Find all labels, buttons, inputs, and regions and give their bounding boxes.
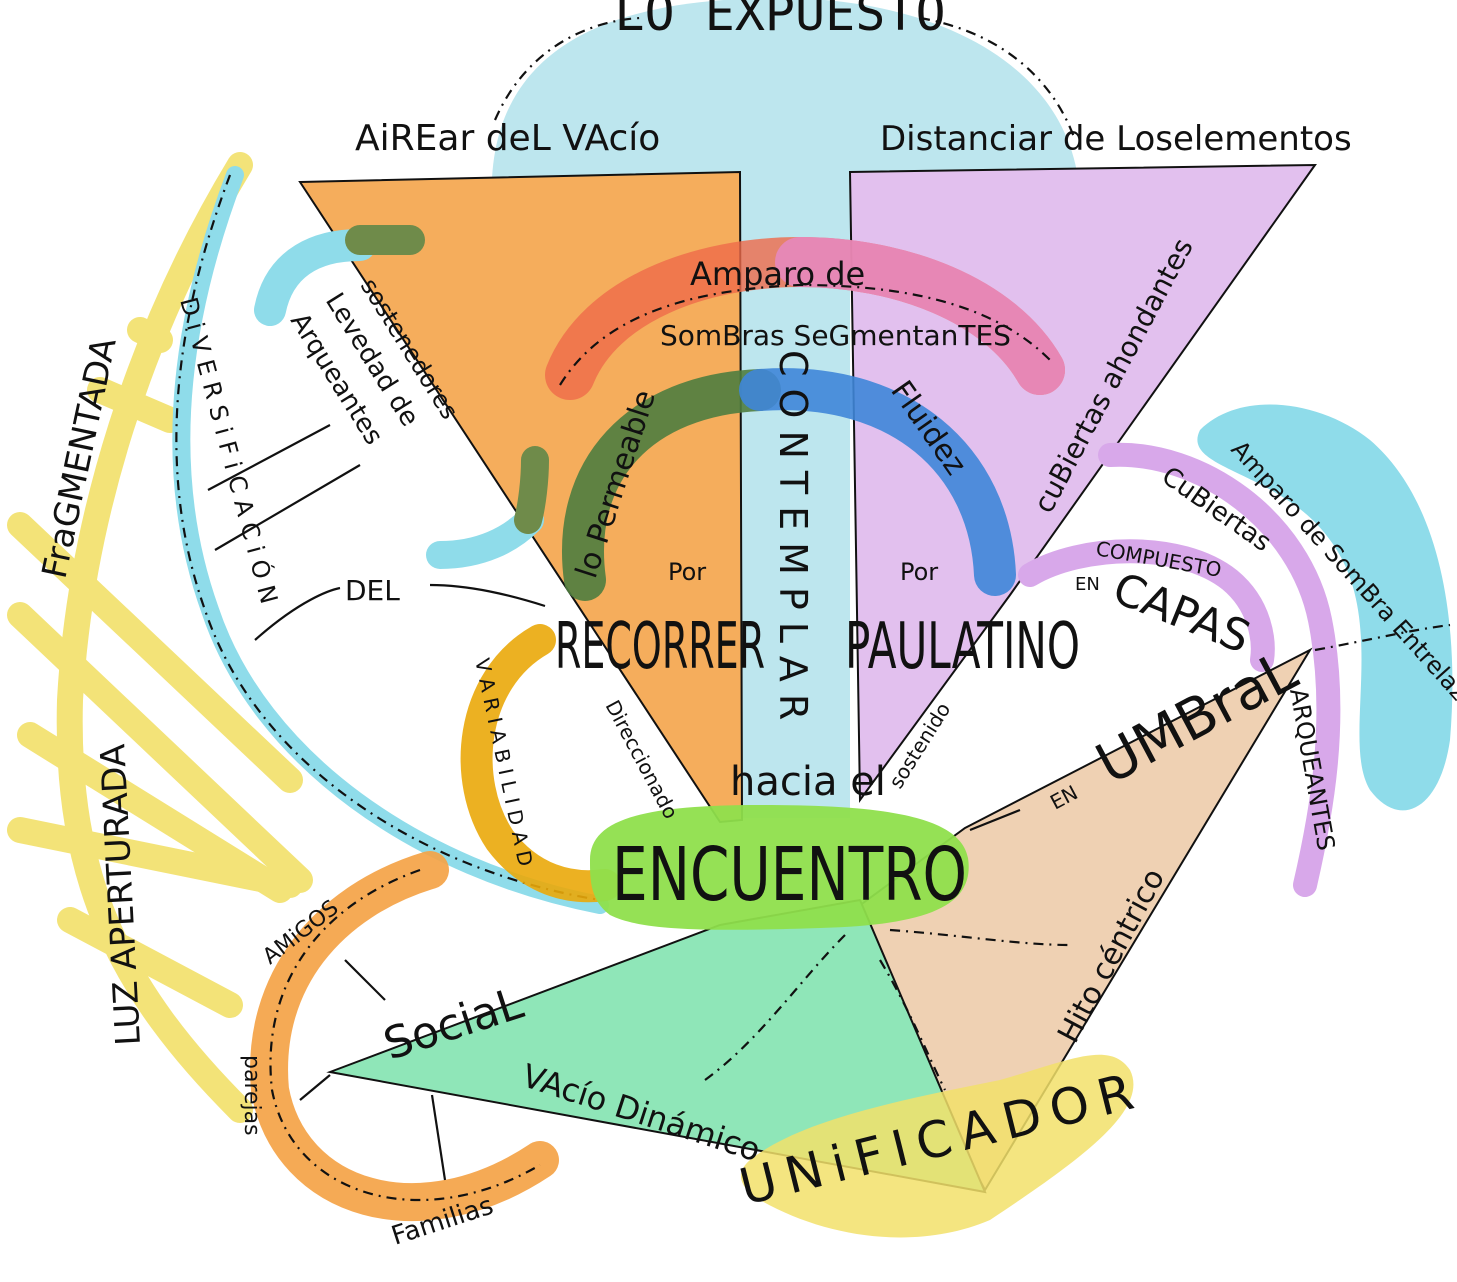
compuesto-arc xyxy=(1018,539,1275,672)
sombras-segmentantes-label: SomBras SeGmentanTES xyxy=(660,319,1011,352)
amparo-de-label: Amparo de xyxy=(690,255,865,293)
unificador-band xyxy=(740,1054,1134,1238)
distanciar-label: Distanciar de Loselementos xyxy=(880,119,1352,159)
contemplar-label: CONTEMPLAR xyxy=(771,350,815,732)
amparo-sombra-blob xyxy=(1197,404,1453,811)
por-right-label: Por xyxy=(900,558,938,586)
permeable-arc xyxy=(562,369,781,601)
airear-label: AiREar deL VAcío xyxy=(355,118,660,159)
hacia-el-label: hacia el xyxy=(730,759,886,805)
cubiertas-arc xyxy=(1098,442,1341,897)
del-label: DEL xyxy=(345,574,400,607)
exposed-sky-zone xyxy=(492,0,1078,178)
yellow-hatch xyxy=(7,152,313,1123)
paulatino-label: PAULATINO xyxy=(845,610,1080,684)
variabilidad-arc xyxy=(460,624,621,903)
fluidez-arc xyxy=(739,368,1016,596)
lo-expuesto-label: LO EXPUESTO xyxy=(614,0,945,42)
por-left-label: Por xyxy=(668,558,706,586)
parejas-label: parejas xyxy=(239,1055,264,1136)
encuentro-label: ENCUENTRO xyxy=(612,832,967,918)
social-arc xyxy=(250,851,559,1222)
recorrer-label: RECORRER xyxy=(555,610,765,684)
en-capas-en-label: EN xyxy=(1075,574,1100,595)
encuentro-blob xyxy=(590,805,969,930)
